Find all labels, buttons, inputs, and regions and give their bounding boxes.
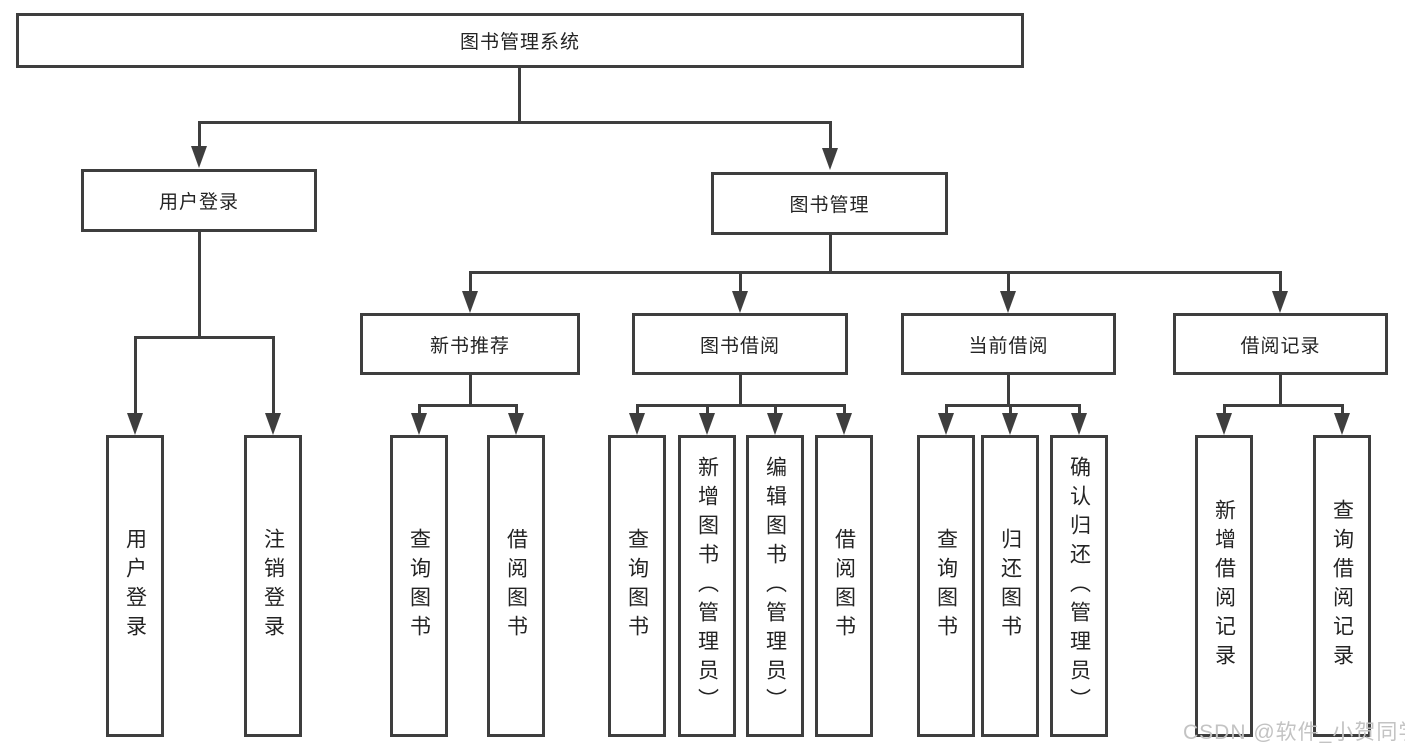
leaf-query-books-borrow-label: 查询图书 (625, 528, 649, 644)
edge-new-books-stem (469, 375, 472, 404)
leaf-query-borrow-record-label: 查询借阅记录 (1330, 499, 1354, 673)
leaf-return-book-label: 归还图书 (998, 528, 1022, 644)
arrow-down-icon (265, 413, 281, 435)
leaf-borrow-books-recommend: 借阅图书 (487, 435, 545, 737)
leaf-query-books-current-label: 查询图书 (934, 528, 958, 644)
edge-to-new-books (469, 271, 472, 293)
edge-drop (843, 404, 846, 413)
arrow-down-icon (822, 148, 838, 170)
edge-user-login-rail (134, 336, 275, 339)
arrow-down-icon (1000, 291, 1016, 313)
arrow-down-icon (411, 413, 427, 435)
edge-root-rail (198, 121, 832, 124)
node-current-borrow-label: 当前借阅 (968, 335, 1049, 357)
node-borrow-records-label: 借阅记录 (1240, 335, 1321, 357)
leaf-query-borrow-record: 查询借阅记录 (1313, 435, 1371, 737)
leaf-borrow-books-recommend-label: 借阅图书 (504, 528, 528, 644)
node-user-login-label: 用户登录 (158, 192, 239, 213)
arrow-down-icon (1272, 291, 1288, 313)
edge-root-to-book-mgmt (829, 121, 832, 150)
edge-drop (774, 404, 777, 413)
arrow-down-icon (127, 413, 143, 435)
node-library-system: 图书管理系统 (16, 13, 1024, 68)
leaf-borrow-books-label: 借阅图书 (832, 528, 856, 644)
edge-drop (1078, 404, 1081, 413)
leaf-query-books-current: 查询图书 (917, 435, 975, 737)
edge-to-leaf-logout (272, 336, 275, 413)
csdn-watermark: CSDN @软件_小贺同学 (1183, 721, 1405, 744)
edge-drop (418, 404, 421, 413)
arrow-down-icon (836, 413, 852, 435)
node-new-book-recommend: 新书推荐 (360, 313, 580, 375)
arrow-down-icon (508, 413, 524, 435)
edge-user-login-stem (198, 232, 201, 336)
leaf-query-books-recommend: 查询图书 (390, 435, 448, 737)
leaf-confirm-return-admin: 确认归还（管理员） (1050, 435, 1108, 737)
arrow-down-icon (699, 413, 715, 435)
node-current-borrow: 当前借阅 (901, 313, 1116, 375)
edge-drop (1009, 404, 1012, 413)
arrow-down-icon (1071, 413, 1087, 435)
leaf-logout: 注销登录 (244, 435, 302, 737)
edge-new-books-rail (418, 404, 518, 407)
arrow-down-icon (732, 291, 748, 313)
leaf-edit-book-admin: 编辑图书（管理员） (746, 435, 804, 737)
edge-to-book-borrow (739, 271, 742, 293)
edge-book-borrow-stem (739, 375, 742, 404)
node-book-borrow-label: 图书借阅 (699, 335, 780, 357)
arrow-down-icon (1334, 413, 1350, 435)
edge-to-current-borrow (1007, 271, 1010, 293)
leaf-add-book-admin-label: 新增图书（管理员） (695, 455, 719, 717)
edge-to-leaf-user-login (134, 336, 137, 413)
edge-borrow-records-stem (1279, 375, 1282, 404)
leaf-edit-book-admin-label: 编辑图书（管理员） (763, 455, 787, 717)
edge-drop (945, 404, 948, 413)
arrow-down-icon (629, 413, 645, 435)
arrow-down-icon (1002, 413, 1018, 435)
edge-drop (1223, 404, 1226, 413)
node-user-login-branch: 用户登录 (81, 169, 317, 232)
edge-root-to-user-login (198, 121, 201, 148)
node-book-management: 图书管理 (711, 172, 948, 235)
arrow-down-icon (1216, 413, 1232, 435)
edge-current-borrow-stem (1007, 375, 1010, 404)
leaf-query-books-recommend-label: 查询图书 (407, 528, 431, 644)
edge-to-borrow-records (1279, 271, 1282, 293)
edge-book-borrow-rail (636, 404, 845, 407)
leaf-add-book-admin: 新增图书（管理员） (678, 435, 736, 737)
edge-borrow-records-rail (1223, 404, 1343, 407)
leaf-logout-label: 注销登录 (261, 528, 285, 644)
leaf-query-books-borrow: 查询图书 (608, 435, 666, 737)
node-book-borrow: 图书借阅 (632, 313, 848, 375)
leaf-add-borrow-record-label: 新增借阅记录 (1212, 499, 1236, 673)
edge-book-mgmt-stem (829, 235, 832, 271)
arrow-down-icon (938, 413, 954, 435)
arrow-down-icon (462, 291, 478, 313)
node-book-management-label: 图书管理 (789, 195, 870, 216)
edge-book-mgmt-rail (469, 271, 1282, 274)
arrow-down-icon (767, 413, 783, 435)
edge-drop (515, 404, 518, 413)
edge-root-stem (518, 68, 521, 121)
arrow-down-icon (191, 146, 207, 168)
leaf-add-borrow-record: 新增借阅记录 (1195, 435, 1253, 737)
leaf-borrow-books: 借阅图书 (815, 435, 873, 737)
edge-drop (636, 404, 639, 413)
leaf-confirm-return-admin-label: 确认归还（管理员） (1067, 455, 1091, 717)
edge-drop (706, 404, 709, 413)
node-library-system-label: 图书管理系统 (459, 32, 580, 53)
node-new-book-recommend-label: 新书推荐 (429, 335, 510, 357)
node-borrow-records: 借阅记录 (1173, 313, 1388, 375)
leaf-return-book: 归还图书 (981, 435, 1039, 737)
leaf-user-login: 用户登录 (106, 435, 164, 737)
edge-current-borrow-rail (945, 404, 1080, 407)
edge-drop (1341, 404, 1344, 413)
leaf-user-login-label: 用户登录 (123, 528, 147, 644)
